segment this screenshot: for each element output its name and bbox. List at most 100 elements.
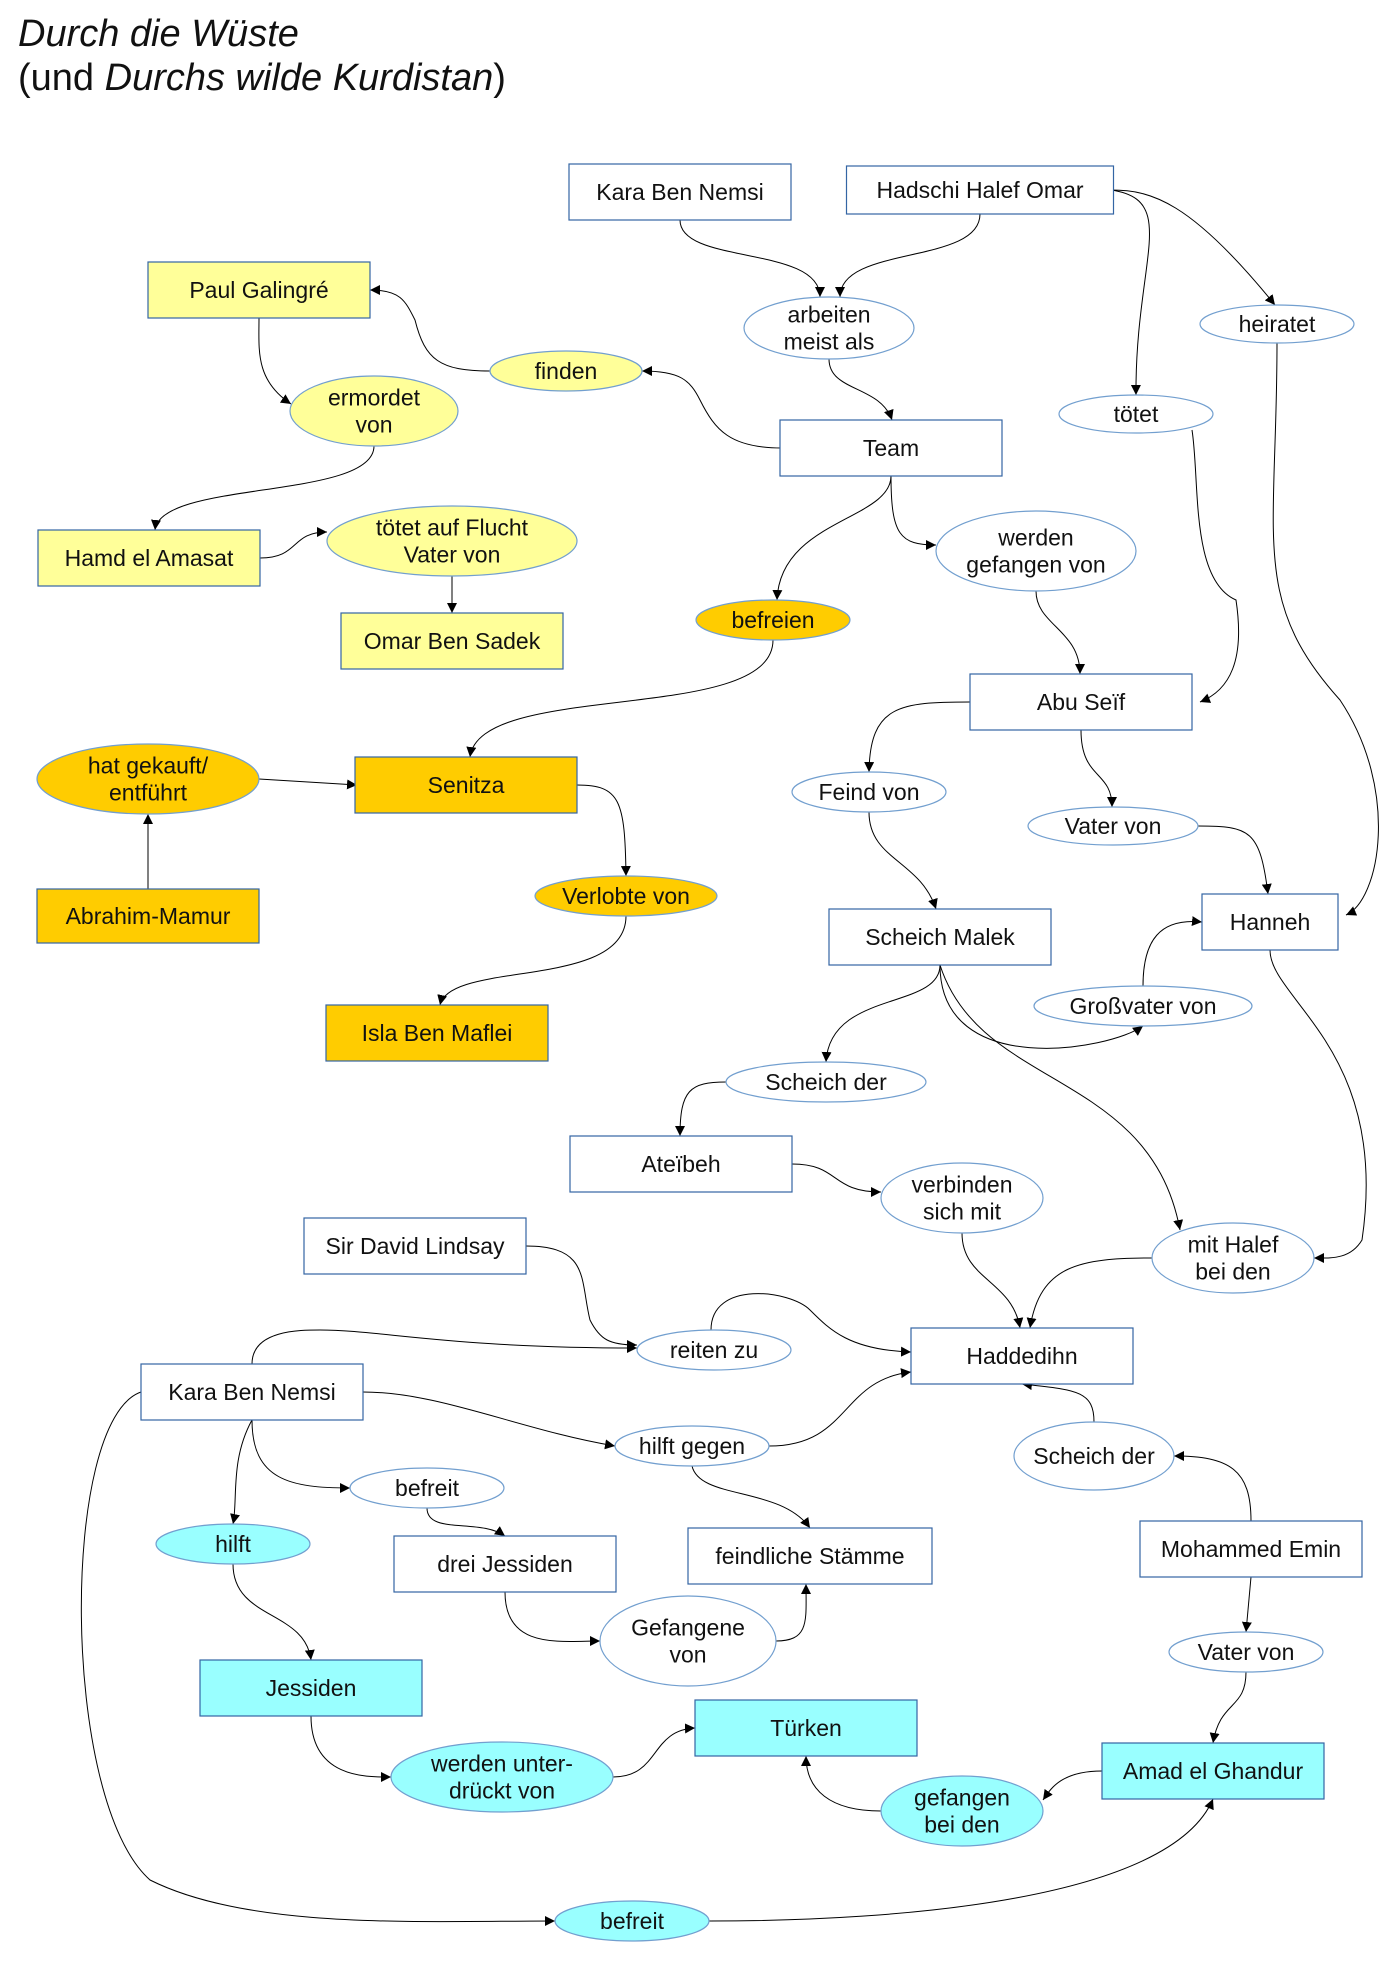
edge-arrow bbox=[768, 1368, 912, 1447]
node-feindl: feindliche Stämme bbox=[687, 1527, 933, 1585]
node-dreij: drei Jessiden bbox=[393, 1535, 617, 1593]
relation-ellipse bbox=[390, 1741, 614, 1813]
node-label: Mohammed Emin bbox=[1161, 1536, 1341, 1562]
edge-arrow bbox=[504, 1591, 601, 1647]
relation-ellipse bbox=[1013, 1421, 1175, 1491]
edge-arrow bbox=[710, 1293, 912, 1357]
concept-box bbox=[393, 1535, 617, 1593]
node-label-line: befreien bbox=[731, 607, 814, 633]
node-hamd: Hamd el Amasat bbox=[37, 529, 261, 587]
node-label-line: Isla Ben Maflei bbox=[362, 1020, 513, 1046]
edge-arrow bbox=[772, 475, 892, 601]
edge-arrow bbox=[1197, 825, 1272, 895]
edge-arrow bbox=[230, 1419, 253, 1525]
edge-arrow bbox=[251, 1419, 351, 1493]
concept-box bbox=[1139, 1520, 1363, 1578]
concept-box bbox=[199, 1659, 423, 1717]
node-label: Kara Ben Nemsi bbox=[168, 1379, 335, 1405]
edge-arrow bbox=[864, 701, 971, 773]
edge-arrow bbox=[232, 1563, 315, 1661]
edge-arrow bbox=[1272, 342, 1379, 916]
node-label: feindliche Stämme bbox=[715, 1543, 904, 1569]
title-paren-open: (und bbox=[18, 57, 105, 99]
node-label-line: sich mit bbox=[923, 1199, 1002, 1225]
node-kara1: Kara Ben Nemsi bbox=[568, 163, 792, 221]
node-label-line: hilft gegen bbox=[639, 1433, 745, 1459]
node-label-line: Sir David Lindsay bbox=[326, 1233, 505, 1259]
edge-arrow bbox=[961, 1232, 1024, 1329]
node-label-line: Feind von bbox=[818, 779, 919, 805]
node-befreit1: befreit bbox=[349, 1467, 505, 1509]
node-label-line: werden bbox=[997, 525, 1073, 551]
edge-arrow bbox=[1021, 1380, 1095, 1423]
node-label: Jessiden bbox=[266, 1675, 357, 1701]
relation-ellipse bbox=[599, 1595, 777, 1687]
edge-arrow bbox=[708, 1798, 1214, 1922]
relation-ellipse bbox=[725, 1061, 927, 1103]
relation-ellipse bbox=[880, 1162, 1044, 1234]
node-lindsay: Sir David Lindsay bbox=[303, 1217, 527, 1275]
node-haddedihn: Haddedihn bbox=[910, 1327, 1134, 1385]
edge-arrow bbox=[775, 1583, 812, 1642]
edge-arrow bbox=[1191, 429, 1240, 703]
node-amad: Amad el Ghandur bbox=[1101, 1742, 1325, 1800]
concept-box bbox=[1101, 1742, 1325, 1800]
concept-box bbox=[569, 1135, 793, 1193]
edge-arrow bbox=[1241, 1576, 1252, 1633]
edge-arrow bbox=[1080, 729, 1117, 808]
node-label-line: Senitza bbox=[428, 772, 505, 798]
node-label: befreit bbox=[600, 1908, 665, 1934]
node-finden: finden bbox=[489, 350, 643, 392]
node-hilftgegen: hilft gegen bbox=[614, 1425, 770, 1467]
node-verlobte: Verlobte von bbox=[534, 875, 718, 917]
node-label-line: befreit bbox=[395, 1475, 460, 1501]
relation-ellipse bbox=[1168, 1631, 1324, 1673]
node-label: Isla Ben Maflei bbox=[362, 1020, 513, 1046]
node-label-line: werden unter- bbox=[430, 1751, 573, 1777]
relation-ellipse bbox=[935, 510, 1137, 592]
concept-box bbox=[779, 419, 1003, 477]
node-label-line: verbinden bbox=[911, 1172, 1012, 1198]
node-toetet: tötet bbox=[1058, 394, 1214, 434]
node-label: heiratet bbox=[1239, 311, 1316, 337]
edge-arrow bbox=[1110, 189, 1276, 306]
node-label: Großvater von bbox=[1070, 993, 1217, 1019]
node-label-line: Abrahim-Mamur bbox=[66, 903, 231, 929]
edge-arrow bbox=[835, 213, 981, 298]
relation-ellipse bbox=[554, 1900, 710, 1942]
title-line-2: (und Durchs wilde Kurdistan) bbox=[18, 56, 506, 100]
edge-arrow bbox=[251, 1329, 638, 1365]
edge-arrow bbox=[258, 778, 358, 790]
node-label-line: Amad el Ghandur bbox=[1123, 1758, 1304, 1784]
node-hatgekauft: hat gekauft/entführt bbox=[36, 743, 260, 815]
node-paul: Paul Galingré bbox=[147, 261, 371, 319]
node-label-line: tötet bbox=[1114, 401, 1159, 427]
relation-ellipse bbox=[636, 1329, 792, 1371]
node-label-line: tötet auf Flucht bbox=[376, 515, 529, 541]
node-label: Abrahim-Mamur bbox=[66, 903, 231, 929]
relation-ellipse bbox=[326, 505, 578, 577]
node-label-line: Kara Ben Nemsi bbox=[596, 179, 763, 205]
node-label-line: bei den bbox=[1195, 1259, 1270, 1285]
edge-arrow bbox=[868, 811, 938, 910]
node-label: Feind von bbox=[818, 779, 919, 805]
node-halef: Hadschi Halef Omar bbox=[845, 165, 1115, 215]
node-label: Vater von bbox=[1198, 1639, 1295, 1665]
edge-arrow bbox=[525, 1245, 638, 1350]
node-label: hat gekauft/entführt bbox=[88, 753, 209, 806]
relation-ellipse bbox=[1199, 304, 1355, 344]
edge-arrow bbox=[890, 475, 937, 550]
node-label-line: Abu Seïf bbox=[1037, 689, 1126, 715]
node-hanneh: Hanneh bbox=[1201, 893, 1339, 951]
relation-ellipse bbox=[1058, 394, 1214, 434]
node-label: Türken bbox=[770, 1715, 842, 1741]
node-label-line: Hanneh bbox=[1230, 909, 1311, 935]
node-label: werden unter-drückt von bbox=[430, 1751, 573, 1804]
node-label-line: ermordet bbox=[328, 385, 421, 411]
